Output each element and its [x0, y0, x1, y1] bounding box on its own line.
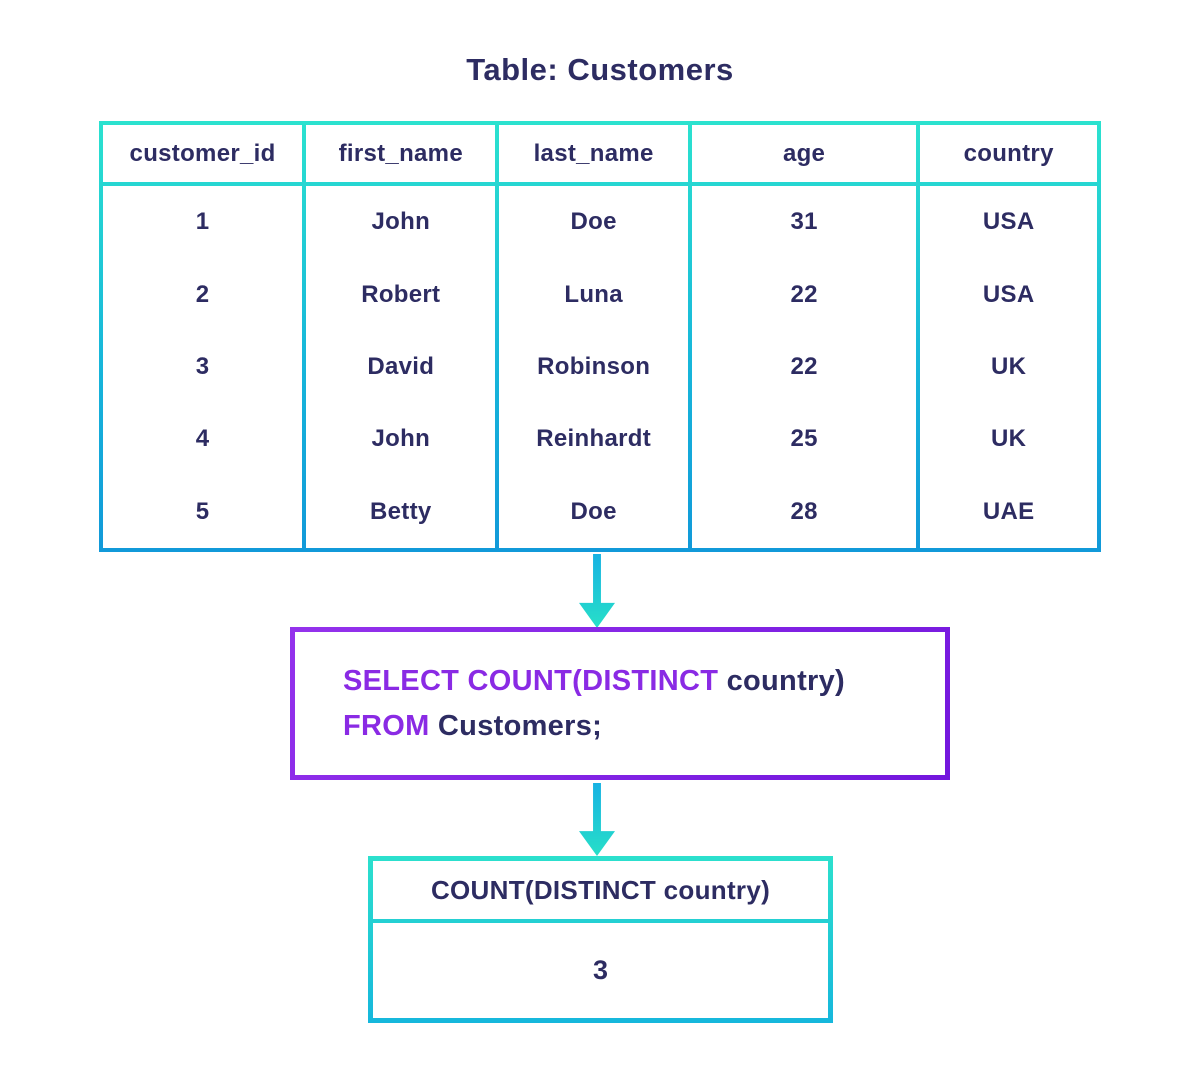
- table-cell: 25: [790, 425, 818, 453]
- table-cell: UAE: [982, 497, 1035, 525]
- table-cell: 3: [195, 353, 210, 381]
- down-arrow-icon: [579, 554, 615, 628]
- table-cell: Reinhardt: [536, 425, 651, 453]
- table-cell: 1: [195, 208, 210, 236]
- table-cell: Doe: [570, 497, 617, 525]
- result-table-value: 3: [373, 923, 828, 1018]
- table-cell: 2: [195, 280, 210, 308]
- column-header-age: age: [691, 125, 917, 182]
- table-cell: USA: [982, 208, 1035, 236]
- customers-table: customer_id first_name last_name age cou…: [99, 121, 1101, 552]
- sql-query-box: SELECT COUNT(DISTINCT country) FROM Cust…: [290, 627, 950, 780]
- table-cell: John: [371, 208, 431, 236]
- table-cell: Robinson: [537, 353, 651, 381]
- sql-keyword: SELECT COUNT(DISTINCT: [343, 664, 719, 697]
- table-column-customer-id: 1 2 3 4 5: [103, 186, 303, 548]
- table-cell: UK: [991, 353, 1027, 381]
- page-title: Table: Customers: [466, 52, 734, 87]
- table-cell: 22: [790, 353, 818, 381]
- result-table: COUNT(DISTINCT country) 3: [368, 856, 833, 1023]
- table-column-country: USA USA UK UK UAE: [920, 186, 1097, 548]
- table-cell: 22: [790, 280, 818, 308]
- table-cell: 4: [195, 425, 210, 453]
- table-cell: USA: [982, 280, 1035, 308]
- table-column-first-name: John Robert David John Betty: [306, 186, 496, 548]
- table-cell: Doe: [570, 208, 617, 236]
- table-cell: 5: [195, 497, 210, 525]
- down-arrow-icon: [579, 783, 615, 856]
- column-header-first-name: first_name: [306, 125, 496, 182]
- table-cell: David: [367, 353, 435, 381]
- column-header-country: country: [920, 125, 1097, 182]
- table-column-last-name: Doe Luna Robinson Reinhardt Doe: [499, 186, 688, 548]
- sql-query-line-1: SELECT COUNT(DISTINCT country): [343, 665, 945, 698]
- table-column-age: 31 22 22 25 28: [691, 186, 917, 548]
- result-table-header: COUNT(DISTINCT country): [373, 861, 828, 919]
- table-cell: Betty: [370, 497, 432, 525]
- sql-argument: Customers;: [429, 709, 603, 742]
- table-cell: John: [371, 425, 431, 453]
- table-cell: 31: [790, 208, 818, 236]
- sql-keyword: FROM: [343, 709, 430, 742]
- table-cell: UK: [991, 425, 1027, 453]
- sql-argument: country): [718, 664, 845, 697]
- column-header-customer-id: customer_id: [103, 125, 303, 182]
- column-header-last-name: last_name: [499, 125, 688, 182]
- table-cell: Luna: [564, 280, 623, 308]
- sql-query-line-2: FROM Customers;: [343, 710, 945, 743]
- table-cell: Robert: [361, 280, 441, 308]
- table-cell: 28: [790, 497, 818, 525]
